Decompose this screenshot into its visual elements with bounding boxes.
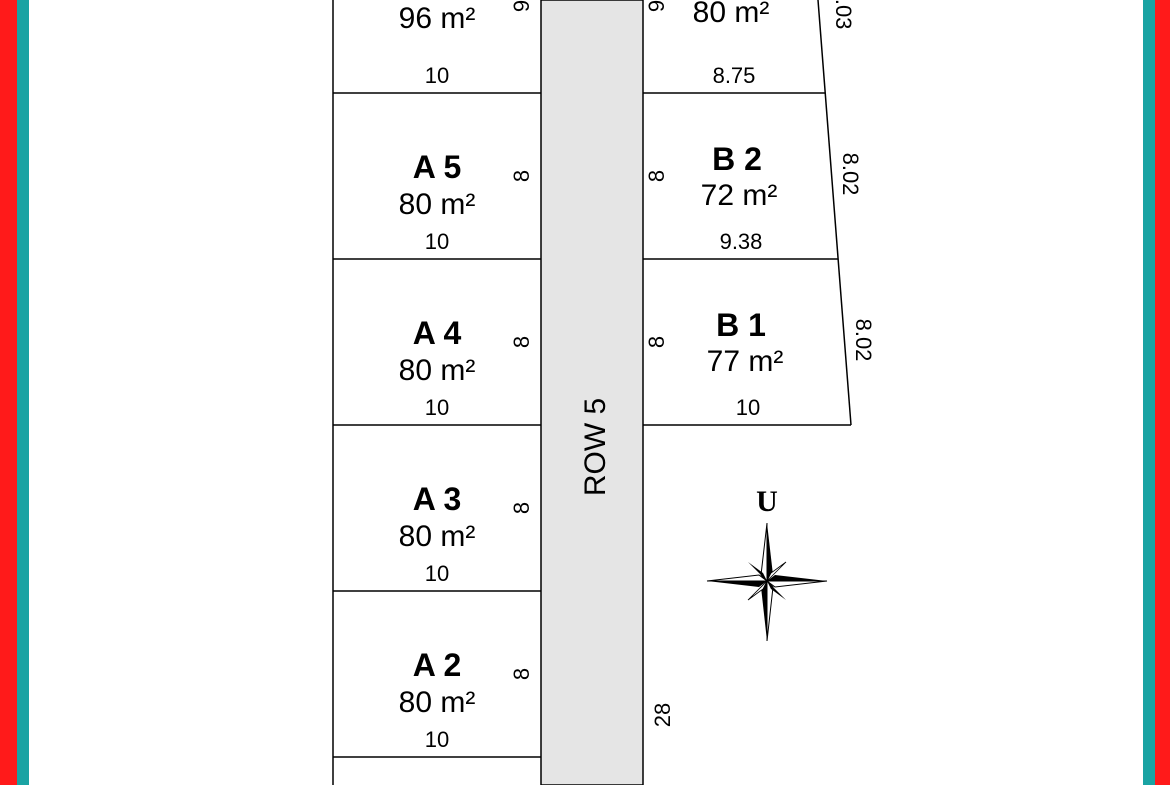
- compass-north-label: U: [756, 485, 778, 518]
- plot-side-dim: 8.03: [831, 0, 856, 29]
- plot-a2[interactable]: A 2 80 m² 10 8: [399, 647, 534, 752]
- plot-a5[interactable]: A 5 80 m² 10 8: [399, 149, 534, 254]
- plot-area: 80 m²: [399, 188, 476, 221]
- plot-a4[interactable]: A 4 80 m² 10 8: [399, 315, 534, 420]
- plot-depth-dim: 8: [509, 668, 534, 680]
- plot-width-dim: 10: [425, 561, 449, 586]
- plot-area: 80 m²: [399, 354, 476, 387]
- plot-a6[interactable]: 96 m² 10 9: [399, 0, 534, 88]
- frame-right-teal: [1143, 0, 1155, 785]
- plot-depth-dim: 8: [644, 170, 669, 182]
- frame-right-red: [1155, 0, 1170, 785]
- plot-a3[interactable]: A 3 80 m² 10 8: [399, 481, 534, 586]
- plot-b1[interactable]: B 1 77 m² 10 8 8.02: [644, 307, 876, 420]
- plot-depth-dim: 9: [644, 0, 669, 12]
- plot-label: A 3: [413, 481, 462, 517]
- plot-width-dim: 8.75: [713, 63, 756, 88]
- plot-width-dim: 10: [425, 395, 449, 420]
- block-a: [332, 0, 541, 785]
- frame-left-red: [0, 0, 17, 785]
- plot-label: A 4: [413, 315, 462, 351]
- road-length-dim: 28: [650, 703, 675, 727]
- plot-depth-dim: 9: [509, 0, 534, 12]
- plot-b2[interactable]: B 2 72 m² 9.38 8 8.02: [644, 141, 863, 254]
- plot-label: B 2: [712, 141, 762, 177]
- plot-depth-dim: 8: [509, 502, 534, 514]
- plot-area: 77 m²: [707, 345, 784, 378]
- block-b: [643, 0, 852, 426]
- plot-width-dim: 10: [425, 63, 449, 88]
- plot-width-dim: 10: [425, 727, 449, 752]
- plot-b3[interactable]: 80 m² 8.75 9 8.03: [644, 0, 856, 88]
- plot-label: A 2: [413, 647, 462, 683]
- plot-area: 80 m²: [399, 686, 476, 719]
- plot-side-dim: 8.02: [838, 153, 863, 196]
- plot-width-dim: 10: [425, 229, 449, 254]
- plot-area: 80 m²: [693, 0, 770, 29]
- plot-width-dim: 10: [736, 395, 760, 420]
- frame-left-teal: [17, 0, 29, 785]
- plot-area: 80 m²: [399, 520, 476, 553]
- compass-rose-icon: U: [706, 485, 828, 642]
- plot-depth-dim: 8: [644, 336, 669, 348]
- road-row5: [540, 0, 644, 785]
- plot-area: 72 m²: [701, 179, 778, 212]
- plot-width-dim: 9.38: [720, 229, 763, 254]
- plot-label: B 1: [716, 307, 766, 343]
- road-label: ROW 5: [579, 398, 612, 496]
- plot-side-dim: 8.02: [851, 319, 876, 362]
- plot-depth-dim: 8: [509, 170, 534, 182]
- plot-depth-dim: 8: [509, 336, 534, 348]
- plot-label: A 5: [413, 149, 462, 185]
- plot-area: 96 m²: [399, 2, 476, 35]
